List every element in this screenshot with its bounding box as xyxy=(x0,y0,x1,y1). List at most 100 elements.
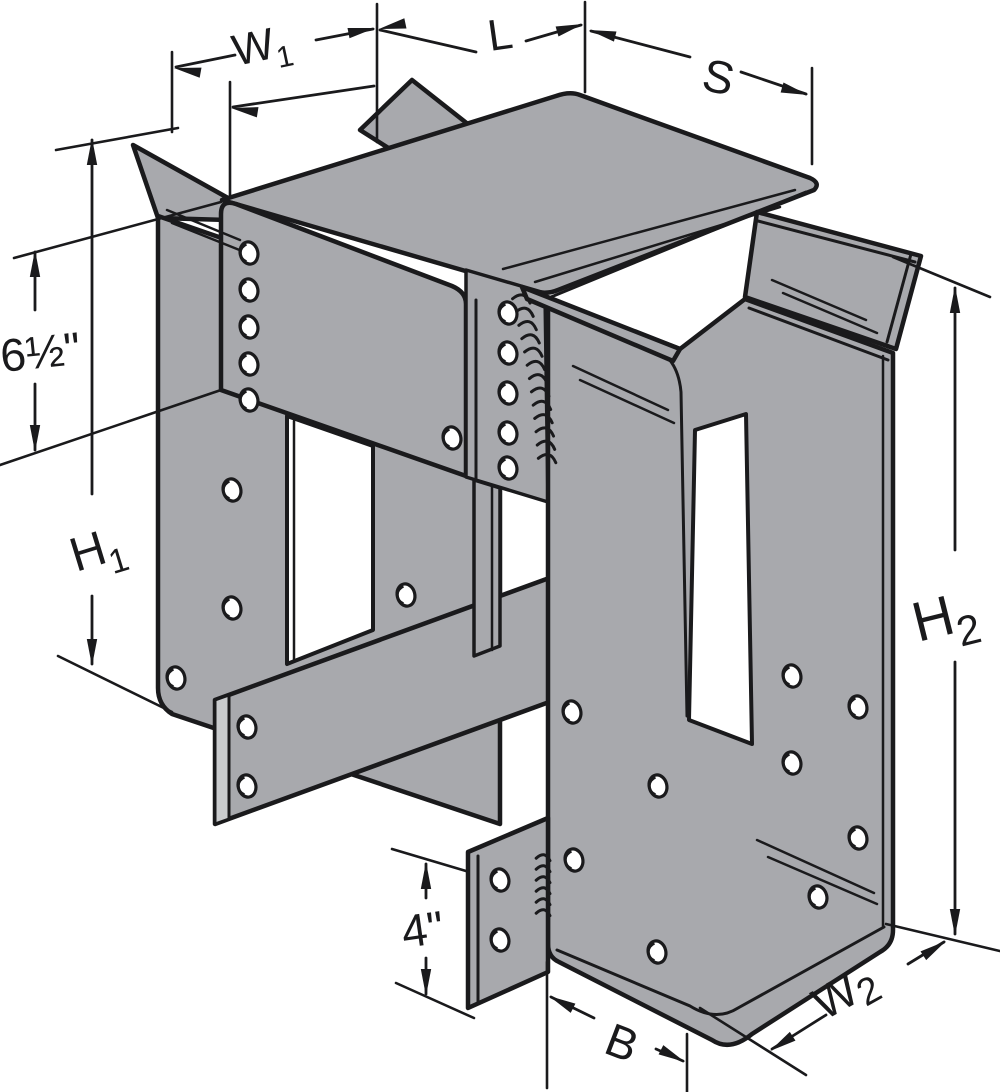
nail-hole-shading xyxy=(782,753,791,773)
extension-line xyxy=(12,200,223,260)
nail-hole-shading xyxy=(222,480,231,500)
dimension-line xyxy=(231,84,376,109)
weld-bead xyxy=(534,853,552,863)
dim-label-l: L xyxy=(485,9,516,61)
dim-label-h2: H2 xyxy=(906,577,986,665)
nail-hole-shading xyxy=(782,666,791,686)
nail-hole-shading xyxy=(490,870,499,890)
sloped-flange-thickness xyxy=(756,219,917,264)
nail-holes xyxy=(165,240,869,965)
dimension-arrowhead xyxy=(29,425,41,452)
front-face-hatch xyxy=(578,378,676,425)
dim-label-h1: H1 xyxy=(64,516,134,592)
nail-hole-shading xyxy=(648,776,657,796)
nail-hole-shading xyxy=(239,390,248,410)
dimension-arrowhead xyxy=(949,286,961,313)
dim-label-seat-height: 4" xyxy=(398,901,447,958)
bottom-thickness-line xyxy=(555,925,886,1016)
dimension-line xyxy=(174,53,237,69)
nail-hole-shading xyxy=(237,776,246,796)
weld-bead xyxy=(534,886,552,896)
weld-bead xyxy=(536,453,558,465)
saddle-hatch-line xyxy=(533,205,782,284)
dimension-line xyxy=(378,28,478,54)
right-stirrup-group xyxy=(465,209,924,1048)
inner-seat-line xyxy=(766,855,879,906)
nail-hole-shading xyxy=(848,697,857,717)
dimension-arrowhead xyxy=(949,909,961,936)
nail-hole-shading xyxy=(239,354,248,374)
dimension-arrowhead xyxy=(29,250,41,277)
weld-bead xyxy=(534,864,552,874)
weld-bead xyxy=(511,293,532,305)
extension-line xyxy=(698,1006,808,1077)
dimension-arrowhead xyxy=(231,107,259,118)
nail-hole-shading xyxy=(498,343,507,363)
nail-hole-shading xyxy=(237,717,246,737)
nail-hole-shading xyxy=(490,930,499,950)
right-face-fold-line xyxy=(747,306,890,362)
nail-hole-shading xyxy=(498,303,507,323)
dimension-arrowhead xyxy=(780,82,808,95)
extension-line xyxy=(56,654,174,714)
panel-bend-line xyxy=(165,208,242,242)
sloped-flange-hatch xyxy=(781,291,879,335)
weld-bead xyxy=(525,359,547,372)
sloped-flange-hatch xyxy=(770,278,868,322)
weld-bead xyxy=(534,875,552,885)
nail-hole-shading xyxy=(647,942,656,962)
nail-hole-shading xyxy=(498,423,507,443)
left-back-plate xyxy=(130,142,231,223)
weld-bead xyxy=(520,333,541,345)
dimension-arrowhead xyxy=(347,28,375,39)
dimension-arrowhead xyxy=(658,1045,685,1062)
nail-hole-shading xyxy=(396,585,405,605)
stirrup-slot-opening xyxy=(687,412,754,746)
nail-hole-shading xyxy=(166,668,175,688)
weld-bead xyxy=(534,897,552,907)
dim-label-w1: W1 xyxy=(228,16,297,84)
extension-line xyxy=(54,126,180,152)
weld-bead xyxy=(533,413,554,425)
front-face-hatch xyxy=(571,364,670,412)
dimension-arrowhead xyxy=(174,67,202,78)
nail-hole-shading xyxy=(562,702,571,722)
weld-bead xyxy=(523,346,544,358)
panel-return-strip xyxy=(472,478,502,658)
extension-line xyxy=(0,388,223,467)
weld-bead xyxy=(527,373,549,385)
weld-bead xyxy=(535,439,557,451)
dimension-arrowhead xyxy=(420,969,432,996)
weld-bead xyxy=(531,399,553,411)
dimension-arrowhead xyxy=(555,24,583,37)
nail-hole-shading xyxy=(498,383,507,403)
nail-hole-shading xyxy=(808,887,817,907)
dim-label-s: S xyxy=(698,48,740,106)
nail-hole-shading xyxy=(222,598,231,618)
dimension-arrowhead xyxy=(589,30,617,42)
extension-line xyxy=(394,981,476,1020)
saddle-front-edge-thickness xyxy=(549,190,808,299)
weld-bead xyxy=(517,320,538,332)
sloped-flange-end-cap xyxy=(885,252,913,344)
extension-line xyxy=(390,847,468,873)
nail-hole-shading xyxy=(239,243,248,263)
nail-hole-shading xyxy=(442,428,451,448)
sloped-top-flange xyxy=(742,209,924,352)
panel-bend-line xyxy=(170,221,249,255)
dimension-arrowhead xyxy=(420,862,432,889)
nail-hole-shading xyxy=(564,850,573,870)
dimension-arrowhead xyxy=(86,138,98,165)
weld-bead xyxy=(534,908,552,918)
saddle-hatch-line xyxy=(501,188,797,271)
weld-bead xyxy=(529,386,551,398)
dimension-arrowhead xyxy=(770,1031,796,1051)
strap-end-thickness xyxy=(213,693,231,826)
inner-seat-line xyxy=(755,838,876,895)
nail-hole-shading xyxy=(239,317,248,337)
dimension-arrowhead xyxy=(379,18,407,29)
dimension-arrowhead xyxy=(549,996,576,1013)
